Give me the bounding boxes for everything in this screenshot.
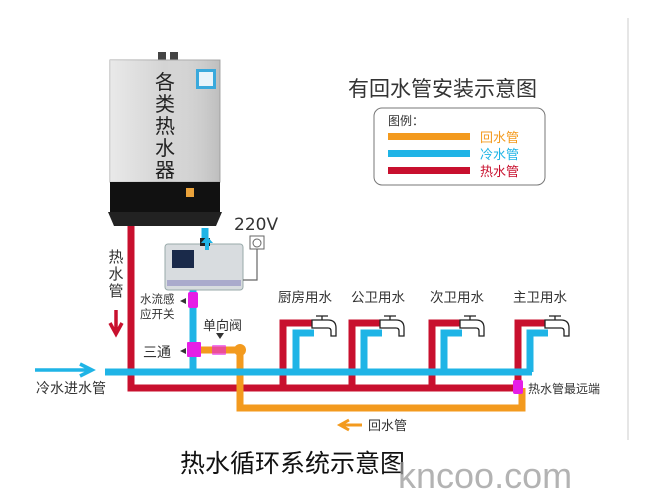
legend-label: 冷水管 — [480, 148, 519, 163]
fixture-label-kitchen: 厨房用水 — [278, 290, 332, 306]
legend-box — [373, 107, 546, 186]
fixture-label-second-bath: 次卫用水 — [430, 290, 484, 306]
legend-title: 图例： — [388, 114, 424, 128]
power-cable — [243, 249, 258, 281]
legend-swatch — [388, 150, 470, 157]
hot-flow-down-arrow-icon — [108, 310, 124, 338]
hot-riser-master-bath — [514, 319, 545, 388]
legend-label: 热水管 — [480, 165, 519, 180]
heater-display-panel — [110, 182, 220, 212]
hot-water-pipe — [127, 226, 520, 392]
tee-fitting — [187, 342, 201, 357]
legend-swatch — [388, 167, 470, 174]
faucet-icon — [379, 315, 405, 337]
cold-riser-public-bath — [360, 329, 382, 372]
flow-switch-fitting — [188, 292, 198, 308]
hot-riser-second-bath — [428, 319, 460, 388]
return-joint — [234, 344, 246, 356]
watermark: kncoo.com — [398, 455, 572, 496]
tee-label: 三通 — [143, 345, 171, 361]
outlet-hole — [252, 238, 262, 248]
voltage-label: 220V — [234, 215, 278, 235]
check-valve-fitting — [212, 345, 226, 355]
return-water-pipe — [196, 346, 526, 412]
return-pipe-label: 回水管 — [368, 419, 407, 434]
faucet-icon — [459, 315, 485, 337]
far-end-label: 热水管最远端 — [528, 381, 600, 396]
faucet-icon — [311, 315, 337, 337]
far-end-fitting — [513, 380, 523, 394]
faucet-icon — [544, 315, 570, 337]
caption: 热水循环系统示意图 — [180, 449, 405, 478]
fixture-label-master-bath: 主卫用水 — [513, 290, 567, 306]
hot-riser-kitchen — [279, 319, 312, 388]
cold-inlet-label: 冷水进水管 — [36, 381, 106, 397]
return-flow-arrow-icon — [336, 418, 362, 432]
legend-swatch — [388, 133, 470, 140]
flow-switch-label-line1: 水流感 — [140, 292, 175, 306]
flow-switch-label-line2: 应开关 — [140, 307, 175, 321]
cold-riser-master-bath — [526, 329, 548, 372]
hot-pipe-label: 热水管 — [108, 248, 123, 300]
circulation-pump-controller — [164, 238, 244, 291]
legend-label: 回水管 — [480, 131, 519, 146]
diagram-title: 有回水管安装示意图 — [348, 77, 537, 101]
controller-screen — [172, 250, 194, 268]
check-valve-label: 单向阀 — [203, 318, 242, 334]
cold-inflow-arrow-icon — [35, 362, 96, 378]
hot-riser-public-bath — [348, 319, 380, 388]
water-heater — [108, 52, 222, 226]
heater-label: 各类热水器 — [155, 70, 175, 182]
flow-up-arrow-icon — [201, 236, 213, 250]
fixture-label-public-bath: 公卫用水 — [351, 290, 405, 306]
cold-riser-second-bath — [440, 329, 462, 372]
cold-riser-kitchen — [292, 329, 314, 372]
